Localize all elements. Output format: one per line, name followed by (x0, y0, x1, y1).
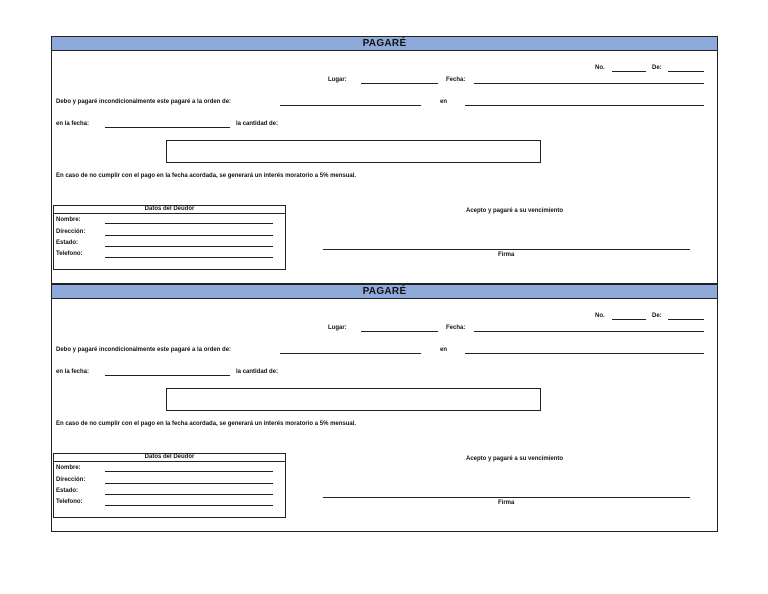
en-field[interactable] (465, 353, 704, 354)
acepto-label: Acepto y pagaré a su vencimiento (466, 208, 564, 214)
direccion-label: Dirección: (56, 229, 86, 235)
estado-label: Estado: (56, 488, 79, 494)
firma-label: Firma (498, 252, 515, 258)
nombre-label: Nombre: (56, 465, 81, 471)
estado-field[interactable] (105, 494, 273, 495)
deudor-box: Datos del Deudor (53, 205, 286, 270)
en-label: en (440, 347, 448, 353)
interes-text: En caso de no cumplir con el pago en la … (56, 173, 357, 179)
deudor-box: Datos del Deudor (53, 453, 286, 518)
de-label: De: (652, 65, 662, 71)
firma-line[interactable] (323, 249, 690, 250)
de-field[interactable] (668, 319, 704, 320)
nombre-field[interactable] (105, 471, 273, 472)
direccion-field[interactable] (105, 483, 273, 484)
no-label: No. (595, 65, 605, 71)
acepto-label: Acepto y pagaré a su vencimiento (466, 456, 564, 462)
direccion-label: Dirección: (56, 477, 86, 483)
en-fecha-label: en la fecha: (56, 121, 90, 127)
en-field[interactable] (465, 105, 704, 106)
pagare-title: PAGARÉ (51, 284, 718, 299)
cantidad-box[interactable] (166, 388, 541, 411)
cantidad-label: la cantidad de: (236, 121, 279, 127)
direccion-field[interactable] (105, 235, 273, 236)
deudor-title: Datos del Deudor (54, 206, 285, 214)
pagare-form-1: PAGARÉ No. De: Lugar: Fecha: Debo y paga… (0, 36, 768, 284)
no-field[interactable] (612, 71, 646, 72)
orden-label: Debo y pagaré incondicionalmente este pa… (56, 99, 232, 105)
deudor-title: Datos del Deudor (54, 454, 285, 462)
lugar-label: Lugar: (328, 325, 347, 331)
estado-field[interactable] (105, 246, 273, 247)
nombre-label: Nombre: (56, 217, 81, 223)
orden-field[interactable] (280, 353, 421, 354)
pagare-title: PAGARÉ (51, 36, 718, 51)
en-fecha-field[interactable] (105, 127, 230, 128)
estado-label: Estado: (56, 240, 79, 246)
en-fecha-label: en la fecha: (56, 369, 90, 375)
fecha-field[interactable] (474, 331, 704, 332)
telefono-field[interactable] (105, 257, 273, 258)
de-label: De: (652, 313, 662, 319)
cantidad-box[interactable] (166, 140, 541, 163)
firma-line[interactable] (323, 497, 690, 498)
en-label: en (440, 99, 448, 105)
no-label: No. (595, 313, 605, 319)
orden-field[interactable] (280, 105, 421, 106)
orden-label: Debo y pagaré incondicionalmente este pa… (56, 347, 232, 353)
fecha-label: Fecha: (446, 325, 466, 331)
firma-label: Firma (498, 500, 515, 506)
nombre-field[interactable] (105, 223, 273, 224)
pagare-form-2: PAGARÉ No. De: Lugar: Fecha: Debo y paga… (0, 284, 768, 532)
telefono-label: Telefono: (56, 499, 83, 505)
lugar-field[interactable] (361, 83, 438, 84)
en-fecha-field[interactable] (105, 375, 230, 376)
interes-text: En caso de no cumplir con el pago en la … (56, 421, 357, 427)
lugar-field[interactable] (361, 331, 438, 332)
cantidad-label: la cantidad de: (236, 369, 279, 375)
fecha-field[interactable] (474, 83, 704, 84)
lugar-label: Lugar: (328, 77, 347, 83)
fecha-label: Fecha: (446, 77, 466, 83)
telefono-label: Telefono: (56, 251, 83, 257)
telefono-field[interactable] (105, 505, 273, 506)
de-field[interactable] (668, 71, 704, 72)
no-field[interactable] (612, 319, 646, 320)
